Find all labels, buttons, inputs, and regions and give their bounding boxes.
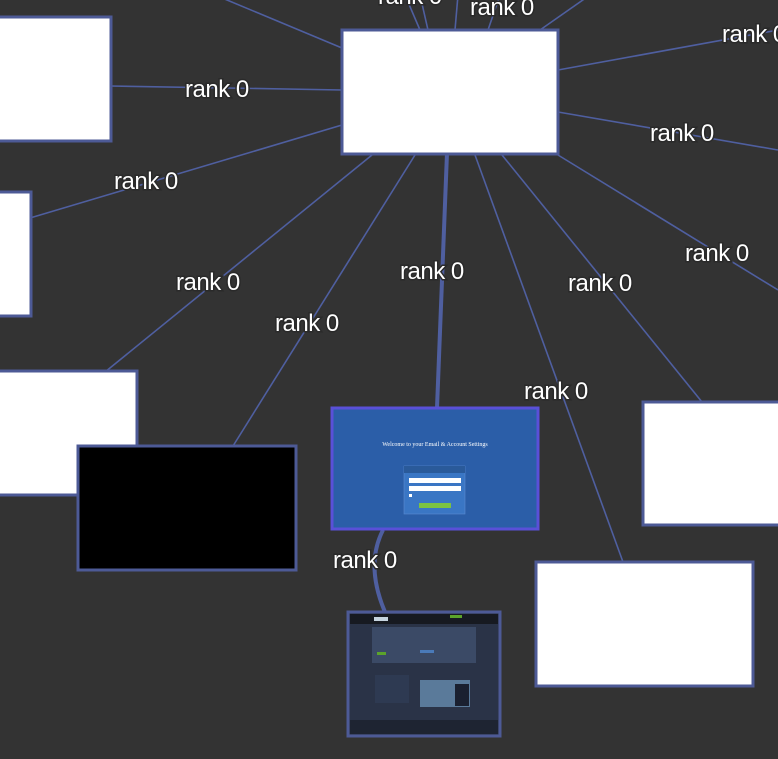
edge-top-3: [454, 0, 459, 31]
nodes: Welcome to your Email & Account Settings: [0, 15, 778, 738]
edge-login-to-steam: [372, 529, 387, 613]
steam-footer: [350, 720, 498, 734]
edge-to-right-mid: [501, 154, 703, 403]
login-form-tab-bar: [404, 466, 465, 473]
login-thumbnail-heading: Welcome to your Email & Account Settings: [382, 442, 488, 448]
edge-label-right-top: rank 0: [722, 21, 778, 48]
edge-label-right-lower: rank 0: [685, 240, 749, 267]
edge-to-left-upper: [109, 85, 343, 91]
node-right-mid[interactable]: [641, 400, 778, 527]
login-form-submit: [419, 503, 451, 508]
hub-node[interactable]: [340, 28, 560, 156]
edge-top-4: [487, 0, 500, 31]
edge-to-login: [435, 152, 449, 409]
steam-create-button: [420, 650, 434, 653]
steam-green-button: [450, 615, 462, 618]
steam-header-bar: [350, 614, 498, 624]
steam-logo-mark: [374, 617, 388, 621]
edge-label-bottom-right: rank 0: [524, 378, 588, 405]
edge-label-center: rank 0: [400, 258, 464, 285]
login-form-field-1: [409, 478, 461, 483]
edge-top-left: [224, 0, 343, 49]
node-left-mid[interactable]: [0, 190, 33, 318]
edge-to-right-lower: [557, 154, 778, 291]
edge-to-black: [232, 154, 416, 447]
edge-label-right-upper: rank 0: [650, 120, 714, 147]
edge-top-1: [406, 0, 421, 31]
steam-login-button: [377, 652, 386, 655]
edge-label-left-mid: rank 0: [114, 168, 178, 195]
edge-labels: rank 0 rank 0 rank 0 rank 0 rank 0 rank …: [113, 0, 778, 576]
edge-to-left-lower: [104, 154, 373, 373]
edge-label-left-lower: rank 0: [176, 269, 240, 296]
edge-to-right-upper: [557, 111, 778, 151]
steam-promo-device: [455, 684, 469, 706]
edge-label-top-1: rank 0: [378, 0, 442, 10]
node-black[interactable]: [76, 444, 298, 572]
edge-to-bottom-right: [474, 154, 624, 563]
steam-login-panel: [372, 627, 476, 663]
steam-text-block: [375, 675, 409, 703]
edge-label-black: rank 0: [275, 310, 339, 337]
node-steam-thumbnail[interactable]: [346, 610, 502, 738]
edge-top-5: [539, 0, 585, 31]
login-form-field-2: [409, 486, 461, 491]
node-bottom-right[interactable]: [534, 560, 755, 688]
edge-to-right-top: [557, 29, 778, 71]
edge-label-right-mid: rank 0: [568, 270, 632, 297]
edge-label-top-2: rank 0: [470, 0, 534, 21]
login-form-checkbox: [409, 494, 412, 497]
node-login-thumbnail[interactable]: Welcome to your Email & Account Settings: [330, 406, 540, 531]
node-left-upper[interactable]: [0, 15, 113, 143]
edge-label-left-upper: rank 0: [185, 76, 249, 103]
edge-label-login-steam: rank 0: [333, 547, 397, 574]
edge-to-left-mid: [29, 124, 343, 219]
edge-top-2: [420, 0, 429, 31]
edges: [29, 0, 778, 613]
